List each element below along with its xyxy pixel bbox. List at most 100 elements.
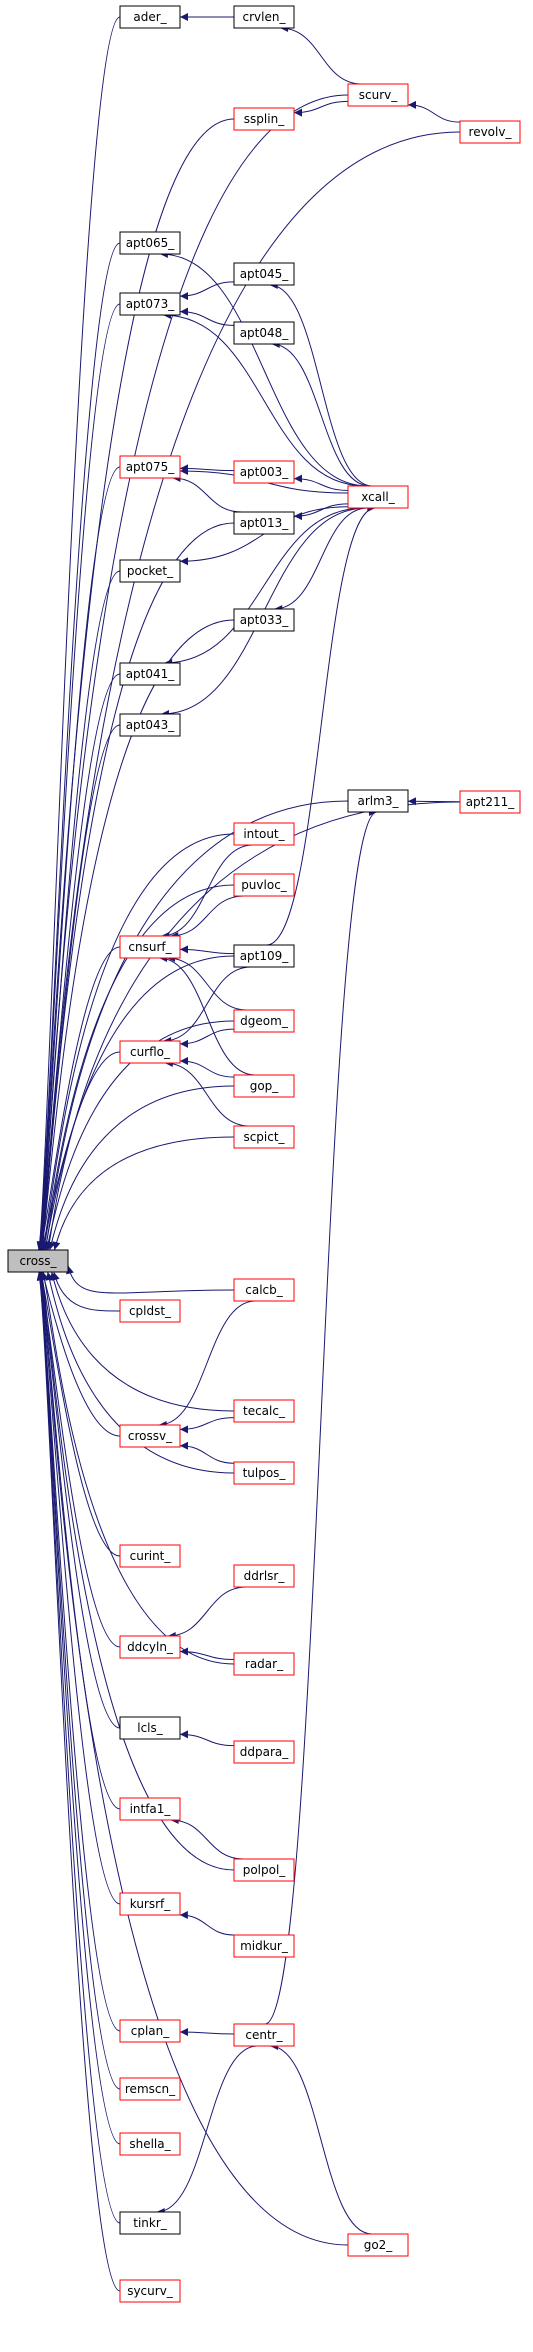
node-apt045[interactable]: apt045_ <box>233 262 295 286</box>
node-label: apt043_ <box>126 718 176 732</box>
edge-scurv-to-crvlen <box>280 24 362 85</box>
node-cpldst[interactable]: cpldst_ <box>119 1299 181 1323</box>
node-polpol[interactable]: polpol_ <box>233 1858 295 1882</box>
node-box <box>459 120 521 144</box>
node-label: radar_ <box>245 1657 284 1671</box>
node-dgeom[interactable]: dgeom_ <box>233 1009 295 1033</box>
node-box <box>119 5 181 29</box>
node-crvlen[interactable]: crvlen_ <box>233 5 295 29</box>
edge-apt043-to-cross <box>37 724 121 1251</box>
node-curflo[interactable]: curflo_ <box>119 1040 181 1064</box>
node-apt109[interactable]: apt109_ <box>233 944 295 968</box>
node-tulpos[interactable]: tulpos_ <box>233 1461 295 1485</box>
node-arlm3[interactable]: arlm3_ <box>347 789 409 813</box>
node-box <box>119 2077 181 2101</box>
node-lcls[interactable]: lcls_ <box>119 1716 181 1740</box>
node-tecalc[interactable]: tecalc_ <box>233 1399 295 1423</box>
node-scpict[interactable]: scpict_ <box>233 1125 295 1149</box>
node-label: cross_ <box>19 1254 57 1268</box>
node-ader[interactable]: ader_ <box>119 5 181 29</box>
edge-scpict-to-cross <box>52 1136 235 1251</box>
edge-intout-to-cross <box>40 833 235 1251</box>
node-cnsurf[interactable]: cnsurf_ <box>119 935 181 959</box>
node-label: ddpara_ <box>240 1745 289 1759</box>
edge-cnsurf-to-cross <box>38 946 121 1251</box>
node-gop[interactable]: gop_ <box>233 1074 295 1098</box>
edge-go2-to-centr <box>269 2042 373 2235</box>
edge-gop-to-cross <box>47 1085 235 1251</box>
node-box <box>233 1278 295 1302</box>
node-label: cnsurf_ <box>128 940 172 954</box>
edge-apt109-to-curflo <box>163 966 251 1045</box>
edge-xcall-to-apt048 <box>271 340 371 487</box>
edge-puvloc-to-cnsurf <box>170 895 244 940</box>
node-intfa1[interactable]: intfa1_ <box>119 1797 181 1821</box>
node-curint[interactable]: curint_ <box>119 1544 181 1568</box>
edge-polpol-to-cross <box>39 1271 235 1871</box>
node-sycurv[interactable]: sycurv_ <box>119 2279 181 2303</box>
node-go2[interactable]: go2_ <box>347 2233 409 2257</box>
node-midkur[interactable]: midkur_ <box>233 1934 295 1958</box>
edge-apt211-to-cross <box>45 801 461 1251</box>
node-pocket[interactable]: pocket_ <box>119 559 181 583</box>
node-cross[interactable]: cross_ <box>7 1249 69 1273</box>
node-scurv[interactable]: scurv_ <box>347 83 409 107</box>
node-apt041[interactable]: apt041_ <box>119 662 181 686</box>
node-intout[interactable]: intout_ <box>233 822 295 846</box>
node-radar[interactable]: radar_ <box>233 1652 295 1676</box>
node-kursrf[interactable]: kursrf_ <box>119 1892 181 1916</box>
node-label: arlm3_ <box>358 794 400 808</box>
edge-scpict-to-curflo <box>164 1059 250 1127</box>
node-apt003[interactable]: apt003_ <box>233 460 295 484</box>
edge-lcls-to-cross <box>37 1271 121 1729</box>
node-box <box>233 262 295 286</box>
node-apt013[interactable]: apt013_ <box>233 511 295 535</box>
node-crossv[interactable]: crossv_ <box>119 1424 181 1448</box>
edge-apt109-to-cnsurf <box>179 945 235 955</box>
edge-ader-to-cross <box>36 16 121 1251</box>
node-apt073[interactable]: apt073_ <box>119 292 181 316</box>
node-box <box>233 822 295 846</box>
node-apt075[interactable]: apt075_ <box>119 455 181 479</box>
node-centr[interactable]: centr_ <box>233 2023 295 2047</box>
node-apt211[interactable]: apt211_ <box>459 790 521 814</box>
edge-apt013-to-apt075 <box>172 474 242 513</box>
node-ddcyln[interactable]: ddcyln_ <box>119 1635 181 1659</box>
edge-curint-to-cross <box>38 1271 121 1557</box>
node-shella[interactable]: shella_ <box>119 2132 181 2156</box>
node-ssplin[interactable]: ssplin_ <box>233 107 295 131</box>
node-apt043[interactable]: apt043_ <box>119 713 181 737</box>
node-xcall[interactable]: xcall_ <box>347 485 409 509</box>
edge-calcb-to-cross <box>66 1265 235 1294</box>
node-apt033[interactable]: apt033_ <box>233 608 295 632</box>
node-tinkr[interactable]: tinkr_ <box>119 2211 181 2235</box>
edge-apt033-to-cross <box>39 619 235 1251</box>
node-box <box>119 2211 181 2235</box>
node-revolv[interactable]: revolv_ <box>459 120 521 144</box>
node-label: intout_ <box>243 827 285 841</box>
node-puvloc[interactable]: puvloc_ <box>233 873 295 897</box>
edge-centr-to-cplan <box>179 2028 235 2037</box>
node-cplan[interactable]: cplan_ <box>119 2019 181 2043</box>
node-apt065[interactable]: apt065_ <box>119 231 181 255</box>
edge-go2-to-cross <box>39 1271 349 2246</box>
node-ddrlsr[interactable]: ddrlsr_ <box>233 1564 295 1588</box>
node-ddpara[interactable]: ddpara_ <box>233 1740 295 1764</box>
node-label: pocket_ <box>127 564 174 578</box>
node-box <box>233 1461 295 1485</box>
node-label: tulpos_ <box>243 1466 287 1480</box>
edge-xcall-to-apt003 <box>293 474 349 491</box>
node-calcb[interactable]: calcb_ <box>233 1278 295 1302</box>
node-box <box>119 713 181 737</box>
edge-kursrf-to-cross <box>37 1271 121 1905</box>
edge-cplan-to-cross <box>37 1271 121 2032</box>
edge-layer <box>36 13 461 2292</box>
node-label: ader_ <box>133 10 167 24</box>
node-remscn[interactable]: remscn_ <box>119 2077 181 2101</box>
node-box <box>233 1652 295 1676</box>
node-layer: cross_ ader_ crvlen_ scurv_ ssplin_ revolv_ap… <box>7 5 521 2303</box>
edge-gop-to-cnsurf <box>159 954 255 1076</box>
node-apt048[interactable]: apt048_ <box>233 321 295 345</box>
node-box <box>233 1740 295 1764</box>
edge-cpldst-to-cross <box>51 1271 121 1312</box>
